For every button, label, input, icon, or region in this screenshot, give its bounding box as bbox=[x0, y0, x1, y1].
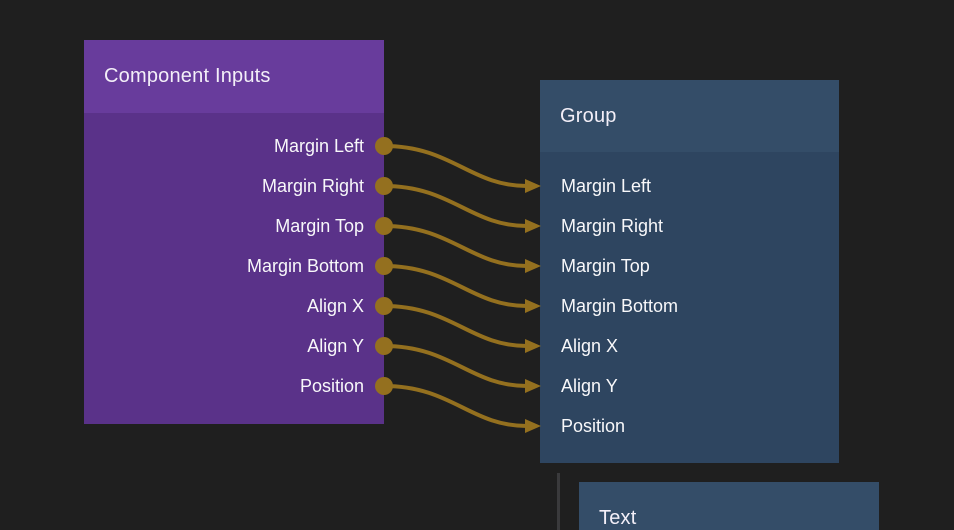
connection-wire[interactable] bbox=[383, 304, 528, 348]
output-port[interactable] bbox=[375, 177, 393, 195]
port-label: Margin Right bbox=[261, 175, 364, 196]
node-text-header[interactable]: Text bbox=[579, 482, 879, 530]
port-label: Margin Bottom bbox=[246, 255, 364, 276]
input-port[interactable] bbox=[525, 419, 541, 433]
port-label: Position bbox=[299, 375, 364, 396]
input-port[interactable] bbox=[525, 259, 541, 273]
node-title: Text bbox=[599, 506, 637, 529]
output-port[interactable] bbox=[375, 377, 393, 395]
port-label: Margin Left bbox=[561, 175, 652, 196]
output-row: Margin Top bbox=[84, 206, 384, 246]
output-port[interactable] bbox=[375, 257, 393, 275]
input-row: Margin Right bbox=[540, 206, 839, 246]
connection-wire[interactable] bbox=[383, 144, 528, 188]
port-label: Margin Top bbox=[561, 255, 650, 276]
port-label: Position bbox=[561, 415, 626, 436]
input-row: Align X bbox=[540, 326, 839, 366]
input-row: Margin Top bbox=[540, 246, 839, 286]
node-title: Component Inputs bbox=[104, 65, 271, 87]
node-title: Group bbox=[560, 104, 617, 127]
port-label: Align X bbox=[561, 335, 619, 356]
output-row: Margin Left bbox=[84, 126, 384, 166]
output-row: Margin Right bbox=[84, 166, 384, 206]
connection-wire[interactable] bbox=[383, 264, 528, 308]
port-label: Align Y bbox=[307, 335, 364, 356]
connection-wire[interactable] bbox=[383, 384, 528, 428]
input-port[interactable] bbox=[525, 339, 541, 353]
output-row: Position bbox=[84, 366, 384, 406]
node-group-body: Margin Left Margin Right Margin Top Marg… bbox=[540, 152, 839, 463]
input-row: Margin Bottom bbox=[540, 286, 839, 326]
port-label: Align X bbox=[306, 295, 364, 316]
output-row: Align X bbox=[84, 286, 384, 326]
port-label: Align Y bbox=[561, 375, 618, 396]
node-component-inputs[interactable]: Component Inputs Margin Left Margin Righ… bbox=[84, 40, 384, 424]
input-row: Position bbox=[540, 406, 839, 446]
output-row: Margin Bottom bbox=[84, 246, 384, 286]
output-port[interactable] bbox=[375, 137, 393, 155]
node-text[interactable]: Text bbox=[579, 482, 879, 530]
input-port[interactable] bbox=[525, 179, 541, 193]
input-port[interactable] bbox=[525, 299, 541, 313]
port-label: Margin Bottom bbox=[561, 295, 679, 316]
port-label: Margin Top bbox=[275, 215, 364, 236]
vertical-connection-line bbox=[557, 473, 560, 530]
node-component-inputs-header[interactable]: Component Inputs bbox=[84, 40, 384, 113]
input-row: Align Y bbox=[540, 366, 839, 406]
output-row: Align Y bbox=[84, 326, 384, 366]
output-port[interactable] bbox=[375, 217, 393, 235]
port-label: Margin Left bbox=[273, 135, 364, 156]
node-component-inputs-body: Margin Left Margin Right Margin Top Marg… bbox=[84, 113, 384, 424]
input-row: Margin Left bbox=[540, 166, 839, 206]
node-group-header[interactable]: Group bbox=[540, 80, 839, 152]
node-group[interactable]: Group Margin Left Margin Right Margin To… bbox=[540, 80, 839, 463]
output-port[interactable] bbox=[375, 297, 393, 315]
port-label: Margin Right bbox=[561, 215, 664, 236]
connection-wire[interactable] bbox=[383, 344, 528, 388]
connection-wire[interactable] bbox=[383, 184, 528, 228]
input-port[interactable] bbox=[525, 379, 541, 393]
input-port[interactable] bbox=[525, 219, 541, 233]
connection-wire[interactable] bbox=[383, 224, 528, 268]
output-port[interactable] bbox=[375, 337, 393, 355]
